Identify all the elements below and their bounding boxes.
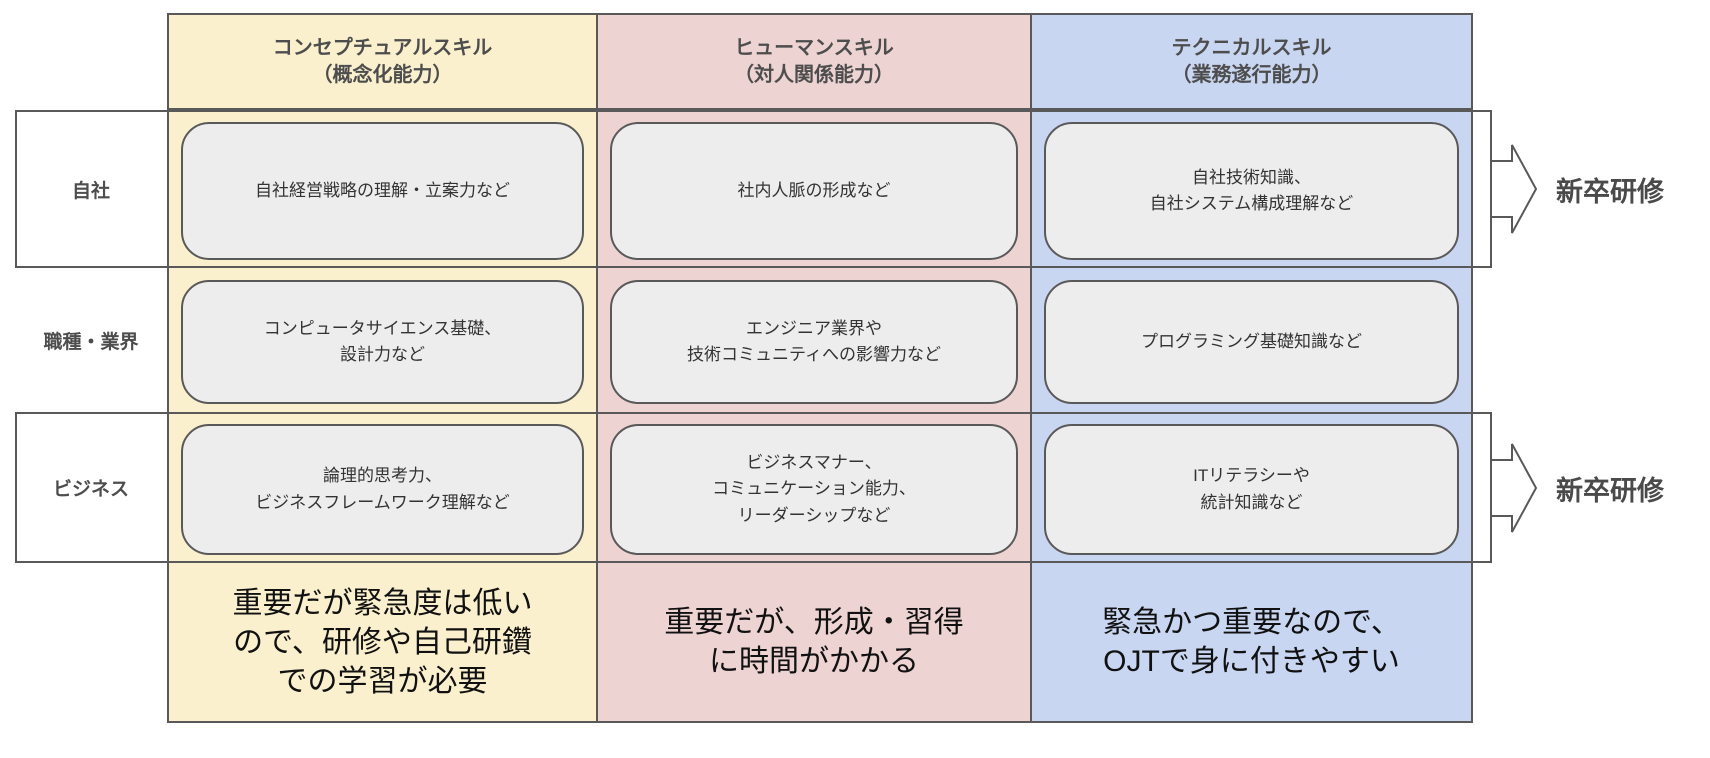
column-footer-note-human-text: 重要だが、形成・習得 に時間がかかる: [664, 606, 964, 678]
cell-text: ビジネスマナー、 コミュニケーション能力、 リーダーシップなど: [712, 452, 916, 525]
cell-text: 社内人脈の形成など: [737, 180, 891, 200]
cell-own-company-human: 社内人脈の形成など: [610, 122, 1018, 260]
cell-business-conceptual: 論理的思考力、 ビジネスフレームワーク理解など: [181, 424, 584, 555]
column-footer-note-technical-text: 緊急かつ重要なので、 OJTで身に付きやすい: [1102, 606, 1401, 678]
row-label-jobtype-industry: 職種・業界: [43, 331, 139, 353]
row-label-business: ビジネス: [52, 479, 129, 500]
column-header-human: ヒューマンスキル （対人関係能力）: [598, 15, 1030, 110]
cell-text: 自社経営戦略の理解・立案力など: [255, 180, 510, 200]
column-header-human-label: ヒューマンスキル （対人関係能力）: [734, 36, 894, 86]
cell-jobtype-conceptual: コンピュータサイエンス基礎、 設計力など: [181, 280, 584, 404]
column-header-technical-label: テクニカルスキル （業務遂行能力）: [1171, 36, 1332, 86]
row-label-own-company: 自社: [71, 180, 110, 202]
cell-text: エンジニア業界や 技術コミュニティへの影響力など: [687, 318, 941, 364]
column-footer-note-human: 重要だが、形成・習得 に時間がかかる: [598, 561, 1030, 721]
column-header-conceptual: コンセプチュアルスキル （概念化能力）: [169, 15, 596, 110]
cell-jobtype-technical: プログラミング基礎知識など: [1044, 280, 1459, 404]
cell-text: プログラミング基礎知識など: [1141, 331, 1362, 351]
cell-text: 論理的思考力、 ビジネスフレームワーク理解など: [255, 466, 510, 512]
arrow-label-new-grad-training-bottom: 新卒研修: [1556, 475, 1664, 506]
cell-text: 自社技術知識、 自社システム構成理解など: [1149, 167, 1354, 213]
cell-business-human: ビジネスマナー、 コミュニケーション能力、 リーダーシップなど: [610, 424, 1018, 555]
right-arrow-icon: [1490, 144, 1538, 234]
cell-own-company-conceptual: 自社経営戦略の理解・立案力など: [181, 122, 584, 260]
cell-text: コンピュータサイエンス基礎、 設計力など: [263, 318, 502, 364]
cell-text: ITリテラシーや 統計知識など: [1193, 466, 1310, 512]
column-footer-note-conceptual: 重要だが緊急度は低い ので、研修や自己研鑽 での学習が必要: [169, 561, 596, 721]
column-footer-note-conceptual-text: 重要だが緊急度は低い ので、研修や自己研鑽 での学習が必要: [232, 586, 533, 698]
cell-own-company-technical: 自社技術知識、 自社システム構成理解など: [1044, 122, 1459, 260]
cell-business-technical: ITリテラシーや 統計知識など: [1044, 424, 1459, 555]
arrow-label-new-grad-training-top: 新卒研修: [1556, 176, 1664, 207]
right-arrow-icon: [1490, 443, 1538, 533]
column-header-technical: テクニカルスキル （業務遂行能力）: [1032, 15, 1471, 110]
column-header-conceptual-label: コンセプチュアルスキル （概念化能力）: [272, 36, 493, 86]
cell-jobtype-human: エンジニア業界や 技術コミュニティへの影響力など: [610, 280, 1018, 404]
column-footer-note-technical: 緊急かつ重要なので、 OJTで身に付きやすい: [1032, 561, 1471, 721]
